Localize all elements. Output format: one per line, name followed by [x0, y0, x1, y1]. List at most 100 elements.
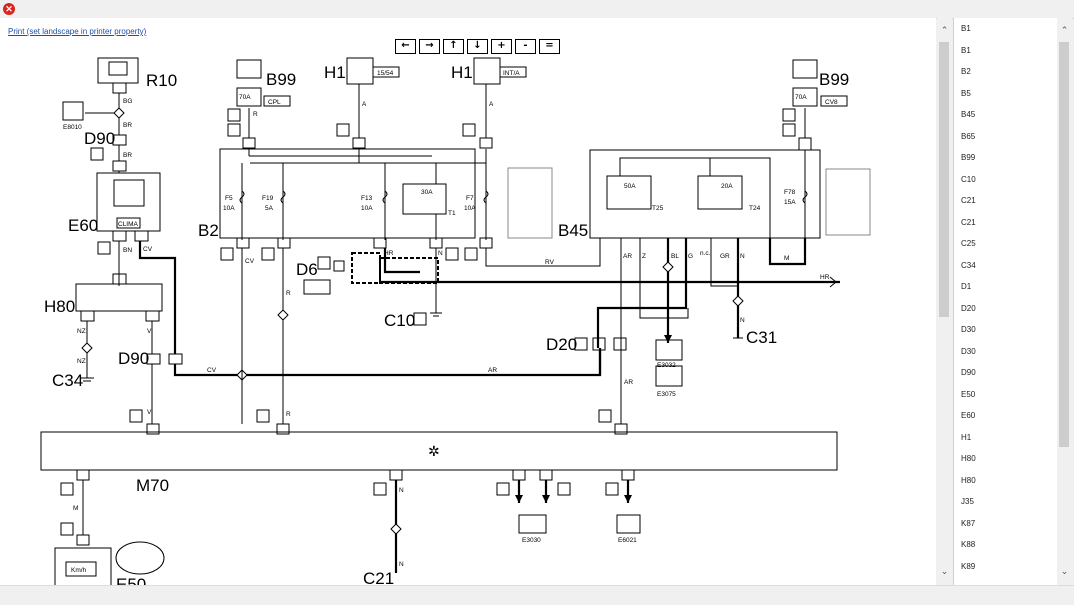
wire-v: V [147, 328, 152, 335]
list-item[interactable]: D1 [961, 282, 972, 291]
chevron-down-icon[interactable]: ⌄ [940, 567, 949, 577]
label-c34: C34 [52, 371, 83, 390]
pan-left-button[interactable]: ← [395, 39, 416, 54]
label-t1: T1 [448, 210, 456, 217]
label-e60: E60 [68, 216, 98, 235]
list-item[interactable]: H80 [961, 454, 976, 463]
label-e3032: E3032 [657, 362, 676, 369]
label-70a-left: 70A [239, 94, 251, 101]
list-item[interactable]: H1 [961, 432, 972, 442]
label-c31: C31 [746, 328, 777, 347]
diagram-viewer: R10 D90 E60 H80 C34 D90 B99 H1 H1 B99 B2… [0, 18, 936, 585]
label-b99b: B99 [819, 70, 849, 89]
wire-v-2: V [147, 409, 152, 416]
list-scrollbar-thumb[interactable] [1059, 42, 1069, 447]
diagram-scrollbar[interactable]: ⌃ ⌄ [937, 18, 952, 585]
diagram-scrollbar-thumb[interactable] [939, 42, 949, 317]
print-link[interactable]: Print (set landscape in printer property… [8, 27, 147, 36]
list-item[interactable]: B65 [961, 131, 976, 141]
list-item[interactable]: C25 [961, 239, 976, 248]
label-kmh: Km/h [71, 567, 87, 574]
close-icon[interactable]: ✕ [3, 3, 15, 15]
label-e50: E50 [116, 575, 146, 585]
label-cpl: CPL [268, 99, 281, 106]
list-item[interactable]: B2 [961, 67, 971, 76]
list-item[interactable]: J35 [961, 497, 974, 506]
wire-ar-2: AR [623, 253, 632, 260]
wire-n-5: N [399, 561, 404, 568]
wire-br: BR [123, 122, 132, 129]
list-item[interactable]: D30 [961, 346, 976, 356]
wire-cv-2: CV [245, 258, 255, 265]
list-item[interactable]: K89 [961, 561, 976, 571]
chevron-down-icon[interactable]: ⌄ [1060, 567, 1069, 577]
label-r10: R10 [146, 71, 177, 90]
label-f78-amps: 15A [784, 199, 796, 206]
label-f5: F5 [225, 195, 233, 202]
label-h1a: H1 [324, 63, 346, 82]
list-item[interactable]: C21 [961, 196, 976, 205]
pan-down-button[interactable]: ↓ [467, 39, 488, 54]
label-t24: T24 [749, 205, 761, 212]
wire-a-2: A [489, 101, 494, 108]
list-item[interactable]: B1 [961, 24, 971, 33]
wire-bn: BN [123, 247, 132, 254]
label-b45: B45 [558, 221, 588, 240]
label-b2: B2 [198, 221, 219, 240]
label-f78: F78 [784, 189, 796, 196]
wiring-diagram: R10 D90 E60 H80 C34 D90 B99 H1 H1 B99 B2… [40, 57, 871, 585]
list-item[interactable]: C34 [961, 260, 976, 270]
wire-n: N [438, 250, 443, 257]
b2-fusebox [219, 148, 476, 239]
zoom-out-button[interactable]: - [515, 39, 536, 54]
list-scrollbar[interactable]: ⌃ ⌄ [1057, 18, 1072, 585]
list-item[interactable]: C10 [961, 174, 976, 184]
label-e8010: E8010 [63, 124, 82, 131]
wire-n-3: N [740, 317, 745, 324]
list-item[interactable]: C21 [961, 217, 976, 227]
list-item[interactable]: K88 [961, 540, 976, 549]
wire-rv: RV [545, 259, 555, 266]
pan-right-button[interactable]: → [419, 39, 440, 54]
zoom-in-button[interactable]: + [491, 39, 512, 54]
list-item[interactable]: D20 [961, 303, 976, 313]
label-relay-20a: 20A [721, 183, 733, 190]
list-item[interactable]: K87 [961, 518, 976, 528]
list-item[interactable]: E50 [961, 389, 976, 399]
zoom-fit-button[interactable]: = [539, 39, 560, 54]
list-item[interactable]: D30 [961, 325, 976, 334]
label-f19-amps: 5A [265, 205, 274, 212]
label-70a-right: 70A [795, 94, 807, 101]
label-e3030: E3030 [522, 537, 541, 544]
label-cv8: CV8 [825, 99, 838, 106]
wire-cv: CV [143, 246, 153, 253]
label-t25: T25 [652, 205, 664, 212]
label-m70: M70 [136, 476, 169, 495]
label-f5-amps: 10A [223, 205, 235, 212]
label-f13-amps: 10A [361, 205, 373, 212]
wire-hr: HR [384, 250, 394, 257]
list-item[interactable]: H80 [961, 475, 976, 485]
m70-bus [40, 431, 838, 471]
wire-n-4: N [399, 487, 404, 494]
wire-nz: NZ [77, 328, 86, 335]
list-item[interactable]: E60 [961, 411, 976, 420]
label-nc: n.c. [700, 250, 711, 257]
list-item[interactable]: B1 [961, 45, 971, 55]
label-h1a-tag: 15/54 [377, 70, 394, 77]
list-item[interactable]: D90 [961, 368, 976, 377]
pan-up-button[interactable]: ↑ [443, 39, 464, 54]
chevron-up-icon[interactable]: ⌃ [1060, 26, 1069, 36]
list-item[interactable]: B5 [961, 88, 971, 98]
wire-ar-3: AR [624, 379, 633, 386]
monitor-icon [108, 61, 128, 76]
chevron-up-icon[interactable]: ⌃ [940, 26, 949, 36]
label-f7: F7 [466, 195, 474, 202]
label-e3075: E3075 [657, 391, 676, 398]
list-item[interactable]: B99 [961, 153, 976, 162]
sun-icon: ✲ [428, 443, 440, 459]
list-item[interactable]: B45 [961, 110, 976, 119]
wire-nz-2: NZ [77, 358, 86, 365]
label-d90a: D90 [84, 129, 115, 148]
